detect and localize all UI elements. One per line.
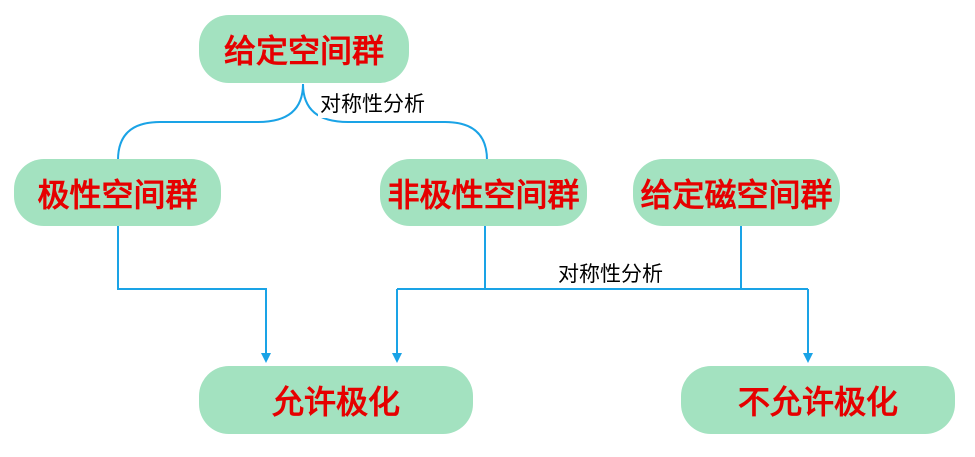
node-given-space-group: 给定空间群 bbox=[199, 15, 409, 83]
edge-label-symmetry-analysis-bottom: 对称性分析 bbox=[556, 258, 665, 288]
node-given-magnetic-space-group: 给定磁空间群 bbox=[633, 159, 840, 226]
node-polar-space-group: 极性空间群 bbox=[14, 159, 221, 226]
polar-to-allowed-connector bbox=[117, 226, 271, 363]
node-polarization-forbidden: 不允许极化 bbox=[681, 366, 955, 434]
node-polarization-allowed: 允许极化 bbox=[199, 366, 473, 434]
edge-label-symmetry-analysis-top: 对称性分析 bbox=[318, 88, 427, 118]
brace-right-connector bbox=[302, 83, 488, 161]
brace-left-connector bbox=[117, 83, 304, 161]
node-nonpolar-space-group: 非极性空间群 bbox=[380, 159, 587, 226]
